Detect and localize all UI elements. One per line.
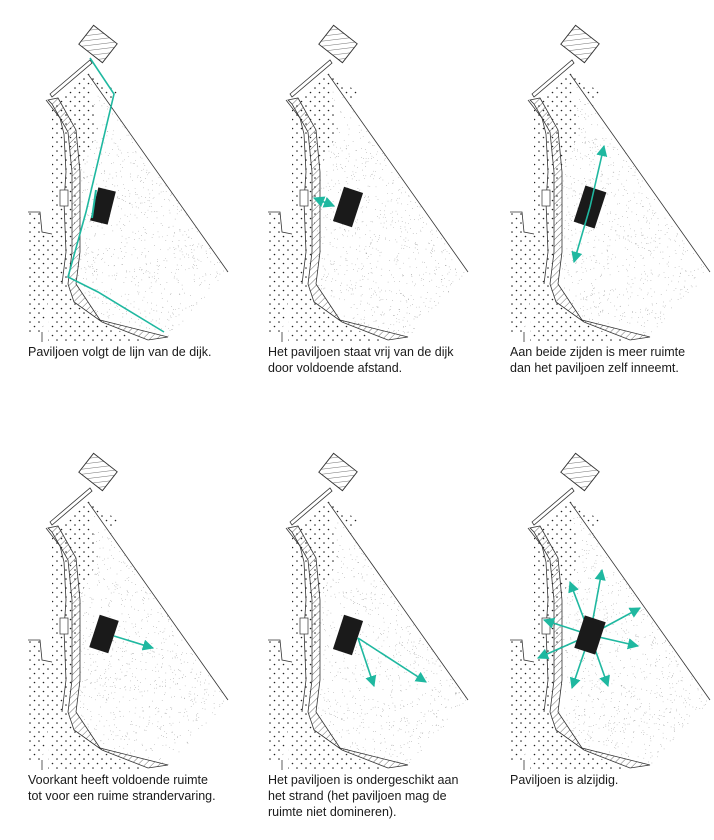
site-plan bbox=[268, 24, 469, 342]
land-edge bbox=[28, 211, 53, 235]
pier-building bbox=[560, 452, 600, 492]
beach-stipple bbox=[559, 87, 704, 335]
waterline bbox=[569, 501, 711, 701]
site-plan bbox=[268, 452, 469, 770]
arrow bbox=[571, 206, 591, 264]
land-edge bbox=[510, 639, 535, 663]
site-plan bbox=[28, 452, 229, 770]
arrow bbox=[589, 144, 608, 208]
land-dots bbox=[28, 640, 52, 762]
stairs bbox=[299, 189, 309, 207]
dike bbox=[47, 525, 169, 769]
panel-caption: Paviljoen volgt de lijn van de dijk. bbox=[28, 345, 212, 359]
stairs bbox=[59, 617, 69, 635]
panel-follow-dike-line: Paviljoen volgt de lijn van de dijk. bbox=[28, 22, 258, 412]
pier bbox=[289, 487, 333, 526]
dike-inner-edge bbox=[45, 527, 67, 713]
land-edge bbox=[268, 639, 293, 663]
beach bbox=[558, 74, 710, 337]
pavilion bbox=[89, 614, 119, 654]
land-edge bbox=[510, 211, 535, 235]
pier bbox=[531, 487, 575, 526]
waterline bbox=[327, 73, 469, 273]
beach bbox=[76, 74, 228, 337]
panel-caption: Het paviljoen is ondergeschikt aan het s… bbox=[268, 773, 459, 819]
waterline bbox=[569, 73, 711, 273]
beach bbox=[558, 502, 710, 765]
panel-caption: Aan beide zijden is meer ruimte dan het … bbox=[510, 345, 686, 375]
site-plan bbox=[28, 24, 229, 342]
dike-inner-edge bbox=[285, 527, 307, 713]
stairs bbox=[541, 189, 551, 207]
pavilion bbox=[574, 615, 606, 655]
beach-stipple bbox=[316, 510, 467, 764]
dike-inner-edge bbox=[45, 99, 67, 285]
pier-building bbox=[318, 452, 358, 492]
waterline bbox=[87, 501, 229, 701]
dike-inner-edge bbox=[527, 99, 549, 285]
pavilion bbox=[90, 187, 116, 225]
pier-building bbox=[318, 24, 358, 64]
beach bbox=[76, 502, 228, 765]
land-edge bbox=[268, 211, 293, 235]
site-plan bbox=[510, 24, 711, 342]
land-edge bbox=[28, 639, 53, 663]
pier bbox=[49, 487, 93, 526]
dike bbox=[529, 525, 651, 769]
arrow bbox=[357, 637, 377, 688]
dike bbox=[47, 97, 169, 341]
panel-subordinate-to-beach: Het paviljoen is ondergeschikt aan het s… bbox=[268, 450, 498, 840]
beach bbox=[316, 502, 468, 765]
dike-inner-edge bbox=[285, 99, 307, 285]
pier-building bbox=[560, 24, 600, 64]
dike bbox=[287, 97, 409, 341]
pier bbox=[49, 59, 93, 98]
panel-distance-from-dike: Het paviljoen staat vrij van de dijk doo… bbox=[268, 22, 498, 412]
pier bbox=[289, 59, 333, 98]
pier-building bbox=[78, 24, 118, 64]
waterline bbox=[327, 501, 469, 701]
stairs bbox=[299, 617, 309, 635]
stairs bbox=[59, 189, 69, 207]
panel-all-sided: Paviljoen is alzijdig. bbox=[510, 450, 714, 840]
panel-space-both-sides: Aan beide zijden is meer ruimte dan het … bbox=[510, 22, 714, 412]
panel-caption: Paviljoen is alzijdig. bbox=[510, 773, 619, 787]
panel-caption: Voorkant heeft voldoende ruimte tot voor… bbox=[28, 773, 216, 803]
land-dots bbox=[28, 212, 52, 334]
pier-building bbox=[78, 452, 118, 492]
pavilion-edge-highlight bbox=[91, 189, 97, 219]
arrow bbox=[113, 635, 155, 651]
land-dots bbox=[268, 640, 292, 762]
dike bbox=[529, 97, 651, 341]
panel-caption: Het paviljoen staat vrij van de dijk doo… bbox=[268, 345, 454, 375]
beach bbox=[316, 74, 468, 337]
dike-line-trace bbox=[67, 57, 165, 333]
land-dots bbox=[510, 640, 534, 762]
site-plan bbox=[510, 452, 711, 770]
dike bbox=[287, 525, 409, 769]
pier bbox=[531, 59, 575, 98]
arrow bbox=[357, 637, 427, 683]
land-dots bbox=[268, 212, 292, 334]
pavilion bbox=[332, 186, 364, 228]
pavilion bbox=[332, 614, 364, 656]
panel-front-space: Voorkant heeft voldoende ruimte tot voor… bbox=[28, 450, 258, 840]
dike-inner-edge bbox=[527, 527, 549, 713]
arrow bbox=[312, 196, 336, 208]
land-dots bbox=[510, 212, 534, 334]
